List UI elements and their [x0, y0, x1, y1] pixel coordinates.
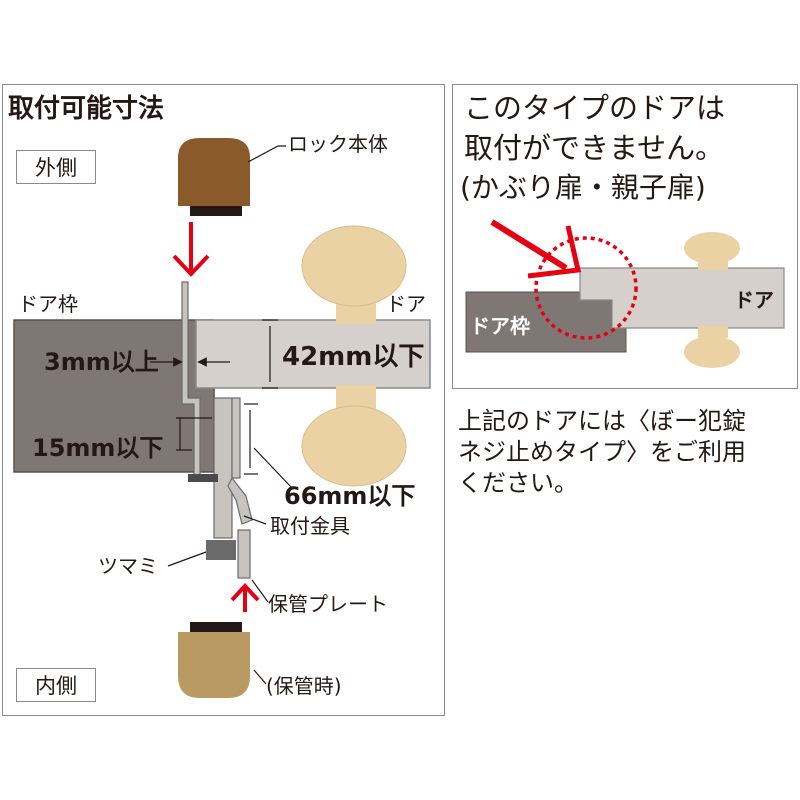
right-door-label: ドア: [734, 288, 774, 312]
inner-side-label: 内側: [16, 668, 96, 702]
note-line-2: ネジ止めタイプ〉をご利用: [458, 438, 746, 467]
dim-66mm-label: 66mm以下: [284, 482, 416, 510]
right-frame-label: ドア枠: [470, 314, 530, 338]
tsumami-label: ツマミ: [98, 554, 158, 578]
left-title: 取付可能寸法: [8, 94, 165, 124]
red-arrow-up: [230, 583, 260, 612]
note-line-3: ください。: [458, 469, 578, 498]
dim-3mm-label: 3mm以上: [44, 348, 159, 376]
dim-66mm-lines: [244, 403, 293, 489]
storage-plate-label: 保管プレート: [268, 592, 388, 616]
bracket-label: 取付金具: [270, 514, 350, 538]
note-text: 上記のドアには〈ぼー犯錠 ネジ止めタイプ〉をご利用 ください。: [458, 406, 746, 500]
lock-body-label: ロック本体: [288, 132, 388, 156]
dim-15mm-lines: [176, 417, 212, 451]
bracket-dark-strip: [188, 474, 218, 482]
outer-knob: [301, 225, 407, 324]
inner-knob: [301, 385, 407, 487]
dim-42mm-lines: [262, 319, 278, 389]
right-diagram: [465, 219, 785, 368]
tsumami-knob: [206, 540, 236, 560]
mounting-bracket: [181, 281, 253, 579]
storage-lock-body: [178, 622, 250, 698]
red-arrow-down: [172, 222, 210, 277]
note-line-1: 上記のドアには〈ぼー犯錠: [458, 407, 746, 435]
right-heading-line3: (かぶり扉・親子扉): [460, 171, 706, 204]
dim-42mm-label: 42mm以下: [282, 342, 425, 372]
outer-side-label: 外側: [16, 150, 96, 184]
leader-lines: [167, 145, 286, 685]
dim-15mm-label: 15mm以下: [32, 434, 164, 462]
door: [195, 319, 431, 389]
storage-time-label: (保管時): [266, 674, 342, 698]
right-heading-line2: 取付ができません。: [464, 131, 725, 165]
lock-body: [178, 138, 250, 216]
right-heading-line1: このタイプのドアは: [464, 91, 726, 125]
door-frame: [13, 319, 215, 473]
door-label: ドア: [386, 292, 426, 316]
door-frame-label: ドア枠: [18, 292, 78, 316]
